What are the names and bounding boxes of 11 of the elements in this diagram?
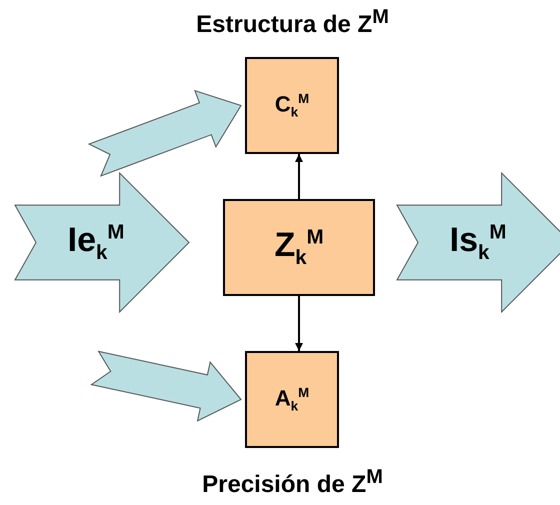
arrow [295, 154, 303, 199]
process-box [223, 199, 375, 296]
arrow [295, 296, 303, 351]
block-arrow [396, 172, 560, 313]
block-arrow [14, 172, 190, 313]
block-arrow [88, 90, 242, 177]
process-box [245, 57, 339, 154]
diagram-caption: Precisión de Z$^{M}$ [201, 466, 384, 499]
block-arrow [90, 350, 242, 422]
process-box [245, 351, 339, 448]
diagram-title: Estructura de Z$^{M}$ [195, 6, 390, 39]
